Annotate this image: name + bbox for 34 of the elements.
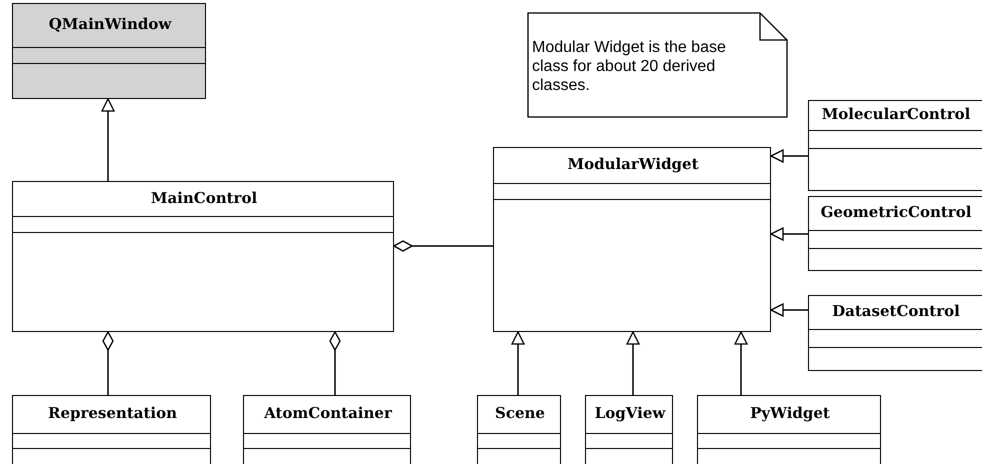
aggregation-line: [329, 331, 341, 395]
inheritance-arrow: [770, 303, 808, 317]
class-name: ModularWidget: [566, 155, 700, 173]
note-box: [527, 12, 788, 118]
note-text: Modular Widget is the base class for about 20 derived classes.: [532, 38, 727, 95]
class-box: [697, 395, 881, 464]
class-box: [12, 181, 394, 332]
inheritance-arrow: [770, 227, 808, 241]
class-box: [493, 147, 771, 332]
inheritance-arrow: [770, 149, 808, 163]
class-box: [477, 395, 561, 464]
class-name: DatasetControl: [831, 302, 961, 320]
class-box: [12, 3, 206, 99]
inheritance-arrow: [101, 98, 115, 181]
class-box: [585, 395, 673, 464]
inheritance-arrow: [511, 331, 525, 395]
class-name: PyWidget: [749, 404, 831, 422]
class-box: [243, 395, 411, 464]
class-box: [808, 196, 982, 271]
inheritance-arrow: [734, 331, 748, 395]
class-name: Scene: [494, 404, 546, 422]
inheritance-arrow: [626, 331, 640, 395]
class-name: GeometricControl: [820, 203, 972, 221]
class-box: [808, 295, 982, 371]
class-name: MainControl: [150, 188, 258, 206]
class-name: AtomContainer: [263, 404, 393, 422]
class-box: [12, 395, 211, 464]
class-name: LogView: [594, 404, 667, 422]
class-name: MolecularControl: [820, 105, 972, 123]
class-name: Representation: [46, 404, 178, 422]
class-box: [808, 100, 982, 191]
class-name: QMainWindow: [48, 15, 173, 33]
aggregation-line: [102, 331, 114, 395]
aggregation-line: [393, 240, 493, 252]
